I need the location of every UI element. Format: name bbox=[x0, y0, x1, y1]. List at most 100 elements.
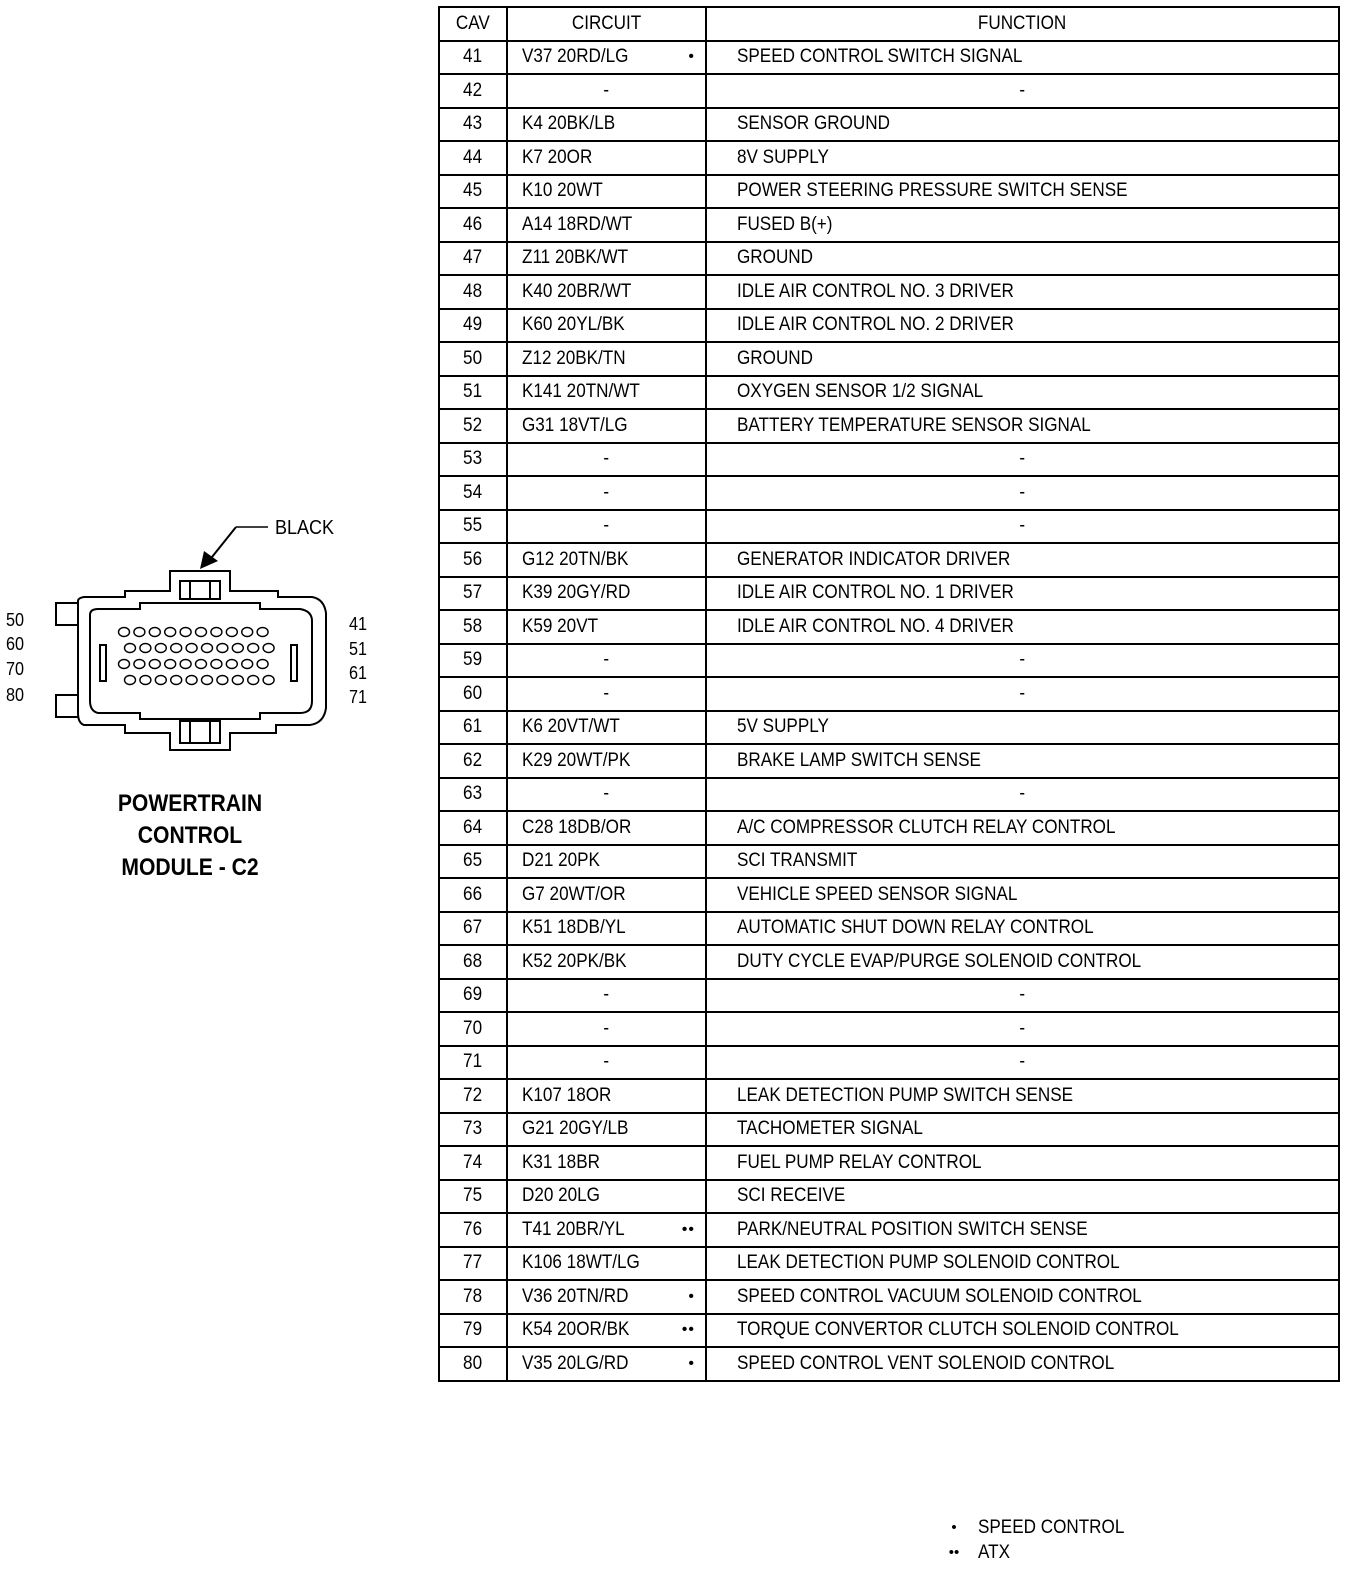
cavity-number: 56 bbox=[438, 542, 508, 578]
circuit-code: K107 18OR bbox=[506, 1078, 707, 1114]
cavity-number: 76 bbox=[438, 1212, 508, 1248]
pin-cavity bbox=[154, 674, 168, 686]
circuit-function: SCI TRANSMIT bbox=[705, 843, 1340, 879]
circuit-function: BRAKE LAMP SWITCH SENSE bbox=[705, 743, 1340, 779]
circuit-function: SCI RECEIVE bbox=[705, 1178, 1340, 1214]
pin-cavity bbox=[194, 658, 208, 670]
table-row: 63-- bbox=[438, 776, 1340, 812]
pin-cavity bbox=[246, 642, 260, 654]
circuit-function: LEAK DETECTION PUMP SOLENOID CONTROL bbox=[705, 1245, 1340, 1281]
pin-cavity bbox=[216, 642, 229, 654]
pin-cavity bbox=[123, 674, 137, 686]
circuit-function: 8V SUPPLY bbox=[705, 140, 1340, 176]
legend-item: • SPEED CONTROL bbox=[930, 1515, 1141, 1540]
cavity-number: 67 bbox=[438, 910, 508, 946]
circuit-code: K6 20VT/WT bbox=[506, 709, 707, 745]
pin-cavity bbox=[148, 626, 162, 638]
cavity-number: 63 bbox=[438, 776, 508, 812]
circuit-code: V37 20RD/LG• bbox=[506, 39, 707, 75]
pin-cavity bbox=[185, 642, 198, 654]
table-header-row: CAV CIRCUIT FUNCTION bbox=[438, 6, 1340, 42]
table-row: 55-- bbox=[438, 508, 1340, 544]
circuit-function: AUTOMATIC SHUT DOWN RELAY CONTROL bbox=[705, 910, 1340, 946]
circuit-function: FUEL PUMP RELAY CONTROL bbox=[705, 1145, 1340, 1181]
circuit-function: SPEED CONTROL VACUUM SOLENOID CONTROL bbox=[705, 1279, 1340, 1315]
circuit-code: - bbox=[506, 441, 707, 477]
connector-diagram: BLACK 50 60 70 80 41 51 61 71 POWERTRAIN… bbox=[0, 505, 400, 885]
circuit-code: K52 20PK/BK bbox=[506, 944, 707, 980]
column-header-circuit: CIRCUIT bbox=[506, 6, 707, 42]
circuit-function: IDLE AIR CONTROL NO. 3 DRIVER bbox=[705, 274, 1340, 310]
cavity-number: 61 bbox=[438, 709, 508, 745]
circuit-function: IDLE AIR CONTROL NO. 2 DRIVER bbox=[705, 307, 1340, 343]
pin-number-label: 70 bbox=[6, 659, 25, 679]
table-row: 59-- bbox=[438, 642, 1340, 678]
cavity-number: 44 bbox=[438, 140, 508, 176]
column-header-function: FUNCTION bbox=[705, 6, 1340, 42]
circuit-code: C28 18DB/OR bbox=[506, 810, 707, 846]
cavity-number: 74 bbox=[438, 1145, 508, 1181]
cavity-number: 77 bbox=[438, 1245, 508, 1281]
table-row: 53-- bbox=[438, 441, 1340, 477]
pin-cavity bbox=[246, 674, 260, 686]
cavity-number: 70 bbox=[438, 1011, 508, 1047]
cavity-number: 80 bbox=[438, 1346, 508, 1382]
pin-cavity bbox=[231, 642, 245, 654]
option-marker: • bbox=[688, 48, 695, 66]
pin-cavity bbox=[123, 642, 137, 654]
option-marker: • bbox=[688, 1287, 695, 1305]
circuit-function: - bbox=[705, 977, 1340, 1013]
legend-label: SPEED CONTROL bbox=[978, 1517, 1125, 1538]
circuit-code: T41 20BR/YL•• bbox=[506, 1212, 707, 1248]
pin-cavity bbox=[200, 642, 214, 654]
circuit-code: - bbox=[506, 475, 707, 511]
table-row: 42-- bbox=[438, 73, 1340, 109]
cavity-number: 73 bbox=[438, 1111, 508, 1147]
circuit-function: - bbox=[705, 441, 1340, 477]
pin-cavity bbox=[169, 674, 183, 686]
legend-label: ATX bbox=[978, 1542, 1010, 1563]
module-title-line: CONTROL bbox=[137, 822, 243, 849]
circuit-code: K4 20BK/LB bbox=[506, 106, 707, 142]
pin-cavity bbox=[163, 658, 177, 670]
circuit-function: TORQUE CONVERTOR CLUTCH SOLENOID CONTROL bbox=[705, 1312, 1340, 1348]
circuit-function: POWER STEERING PRESSURE SWITCH SENSE bbox=[705, 173, 1340, 209]
circuit-code: K141 20TN/WT bbox=[506, 374, 707, 410]
pin-cavity bbox=[179, 626, 192, 638]
cavity-number: 69 bbox=[438, 977, 508, 1013]
circuit-code: - bbox=[506, 1011, 707, 1047]
legend: • SPEED CONTROL •• ATX bbox=[930, 1515, 1141, 1565]
circuit-function: OXYGEN SENSOR 1/2 SIGNAL bbox=[705, 374, 1340, 410]
cavity-number: 45 bbox=[438, 173, 508, 209]
cavity-number: 64 bbox=[438, 810, 508, 846]
cavity-number: 52 bbox=[438, 408, 508, 444]
legend-item: •• ATX bbox=[930, 1540, 1141, 1565]
connector-outline-icon bbox=[55, 526, 327, 751]
pin-number-label: 71 bbox=[349, 687, 368, 707]
option-marker: •• bbox=[681, 1220, 695, 1238]
option-marker: • bbox=[688, 1354, 695, 1372]
pin-cavity bbox=[185, 674, 198, 686]
table-row: 70-- bbox=[438, 1011, 1340, 1047]
cavity-number: 62 bbox=[438, 743, 508, 779]
module-title-line: POWERTRAIN bbox=[117, 790, 263, 817]
pin-cavity bbox=[133, 626, 146, 638]
pin-cavity bbox=[117, 626, 131, 638]
circuit-code: K51 18DB/YL bbox=[506, 910, 707, 946]
pin-cavity bbox=[163, 626, 177, 638]
module-title: POWERTRAIN CONTROL MODULE - C2 bbox=[76, 788, 305, 884]
cavity-number: 58 bbox=[438, 609, 508, 645]
